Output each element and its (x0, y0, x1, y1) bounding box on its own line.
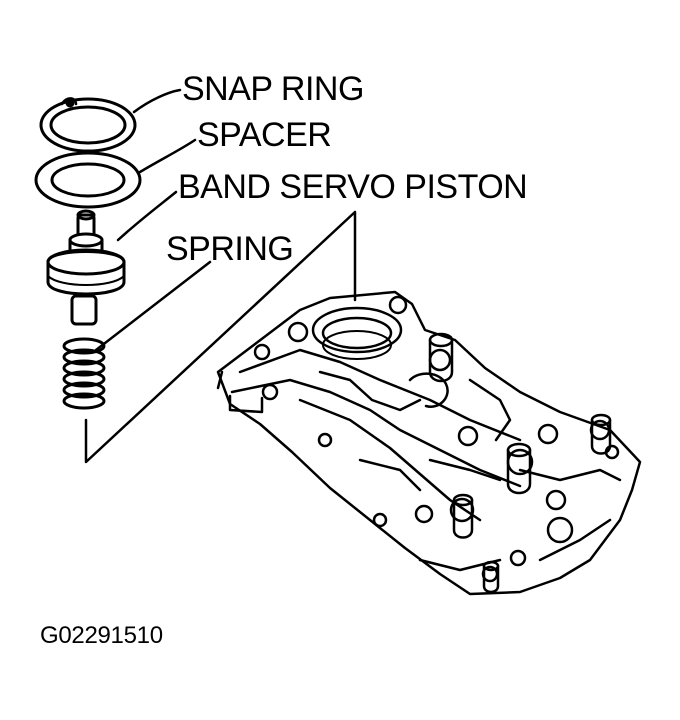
leader-lines (84, 88, 357, 464)
transmission-case (216, 290, 642, 596)
spacer-part (34, 151, 142, 209)
spring-label: SPRING (166, 230, 294, 268)
spacer-label: SPACER (197, 116, 332, 154)
band-servo-piston-label: BAND SERVO PISTON (178, 168, 528, 206)
band-servo-piston-part (46, 209, 126, 326)
snap-ring-part (39, 97, 137, 153)
snap-ring-label: SNAP RING (182, 70, 364, 108)
spring-part (62, 337, 106, 410)
figure-id: G02291510 (40, 622, 163, 649)
